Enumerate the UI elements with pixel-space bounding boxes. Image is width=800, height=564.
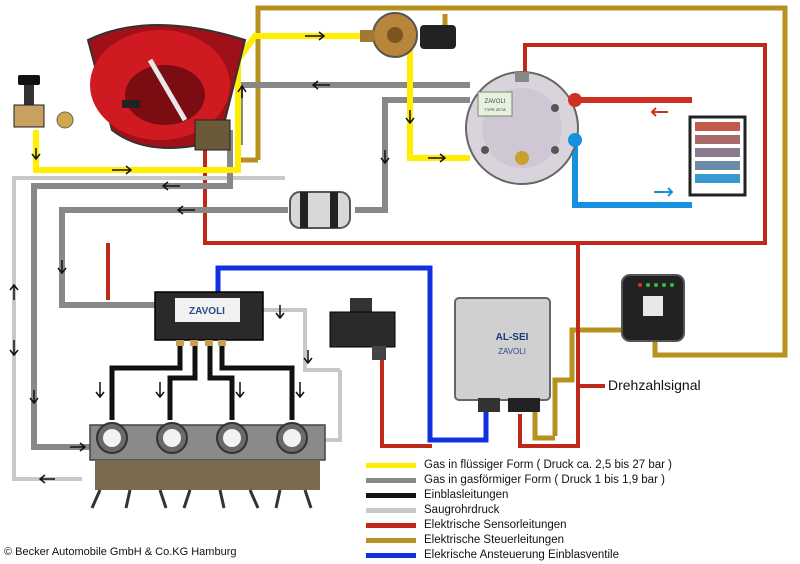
legend: Gas in flüssiger Form ( Druck ca. 2,5 bi… (366, 459, 672, 564)
legend-swatch (366, 493, 416, 498)
legend-swatch (366, 478, 416, 483)
legend-label: Gas in flüssiger Form ( Druck ca. 2,5 bi… (424, 459, 672, 471)
injector-control-lines (215, 265, 489, 443)
legend-swatch (366, 553, 416, 558)
legend-label: Gas in gasförmiger Form ( Druck 1 bis 1,… (424, 474, 665, 486)
reducer: ZAVOLI TYPE ZETA (465, 71, 582, 185)
ecu-brand-secondary: ZAVOLI (498, 347, 526, 356)
injection-lines (109, 342, 295, 420)
rpm-signal-label: Drehzahlsignal (608, 377, 701, 393)
legend-label: Elektrische Steuerleitungen (424, 534, 564, 546)
legend-label: Elekrische Ansteuerung Einblasventile (424, 549, 619, 561)
ecu: AL-SEI ZAVOLI (454, 297, 551, 412)
sensor-lines (106, 43, 767, 448)
legend-swatch (366, 508, 416, 513)
legend-item-liquid-gas: Gas in flüssiger Form ( Druck ca. 2,5 bi… (366, 459, 672, 474)
map-sensor (329, 298, 396, 360)
filler-valve (13, 75, 74, 129)
radiator (688, 115, 747, 197)
legend-item-suction: Saugrohrdruck (366, 504, 666, 519)
ecu-brand: AL-SEI (496, 332, 529, 343)
flow-arrows (9, 31, 447, 484)
liquid-gas-lines (33, 33, 470, 173)
reducer-type: TYPE ZETA (484, 107, 506, 112)
coolant-loop (572, 97, 692, 208)
reducer-brand: ZAVOLI (485, 99, 506, 105)
intake-manifold (89, 422, 326, 509)
coolant-arrows (650, 107, 674, 197)
legend-item-injector-control: Elekrische Ansteuerung Einblasventile (366, 549, 666, 564)
legend-item-sensor: Elektrische Sensorleitungen (366, 519, 666, 534)
solenoid-valve (360, 12, 456, 58)
legend-swatch (366, 538, 416, 543)
legend-label: Einblasleitungen (424, 489, 509, 501)
lpg-tank (86, 24, 247, 151)
fuel-switch (621, 274, 685, 342)
legend-label: Elektrische Sensorleitungen (424, 519, 567, 531)
gas-filter (289, 191, 351, 229)
copyright: © Becker Automobile GmbH & Co.KG Hamburg (4, 546, 237, 558)
legend-swatch (366, 523, 416, 528)
legend-item-gaseous-gas: Gas in gasförmiger Form ( Druck 1 bis 1,… (366, 474, 666, 489)
legend-swatch (366, 463, 416, 468)
legend-item-control: Elektrische Steuerleitungen (366, 534, 666, 549)
legend-item-injection: Einblasleitungen (366, 489, 666, 504)
legend-label: Saugrohrdruck (424, 504, 500, 516)
rail-brand: ZAVOLI (189, 306, 225, 317)
injector-rail: ZAVOLI (154, 291, 264, 346)
